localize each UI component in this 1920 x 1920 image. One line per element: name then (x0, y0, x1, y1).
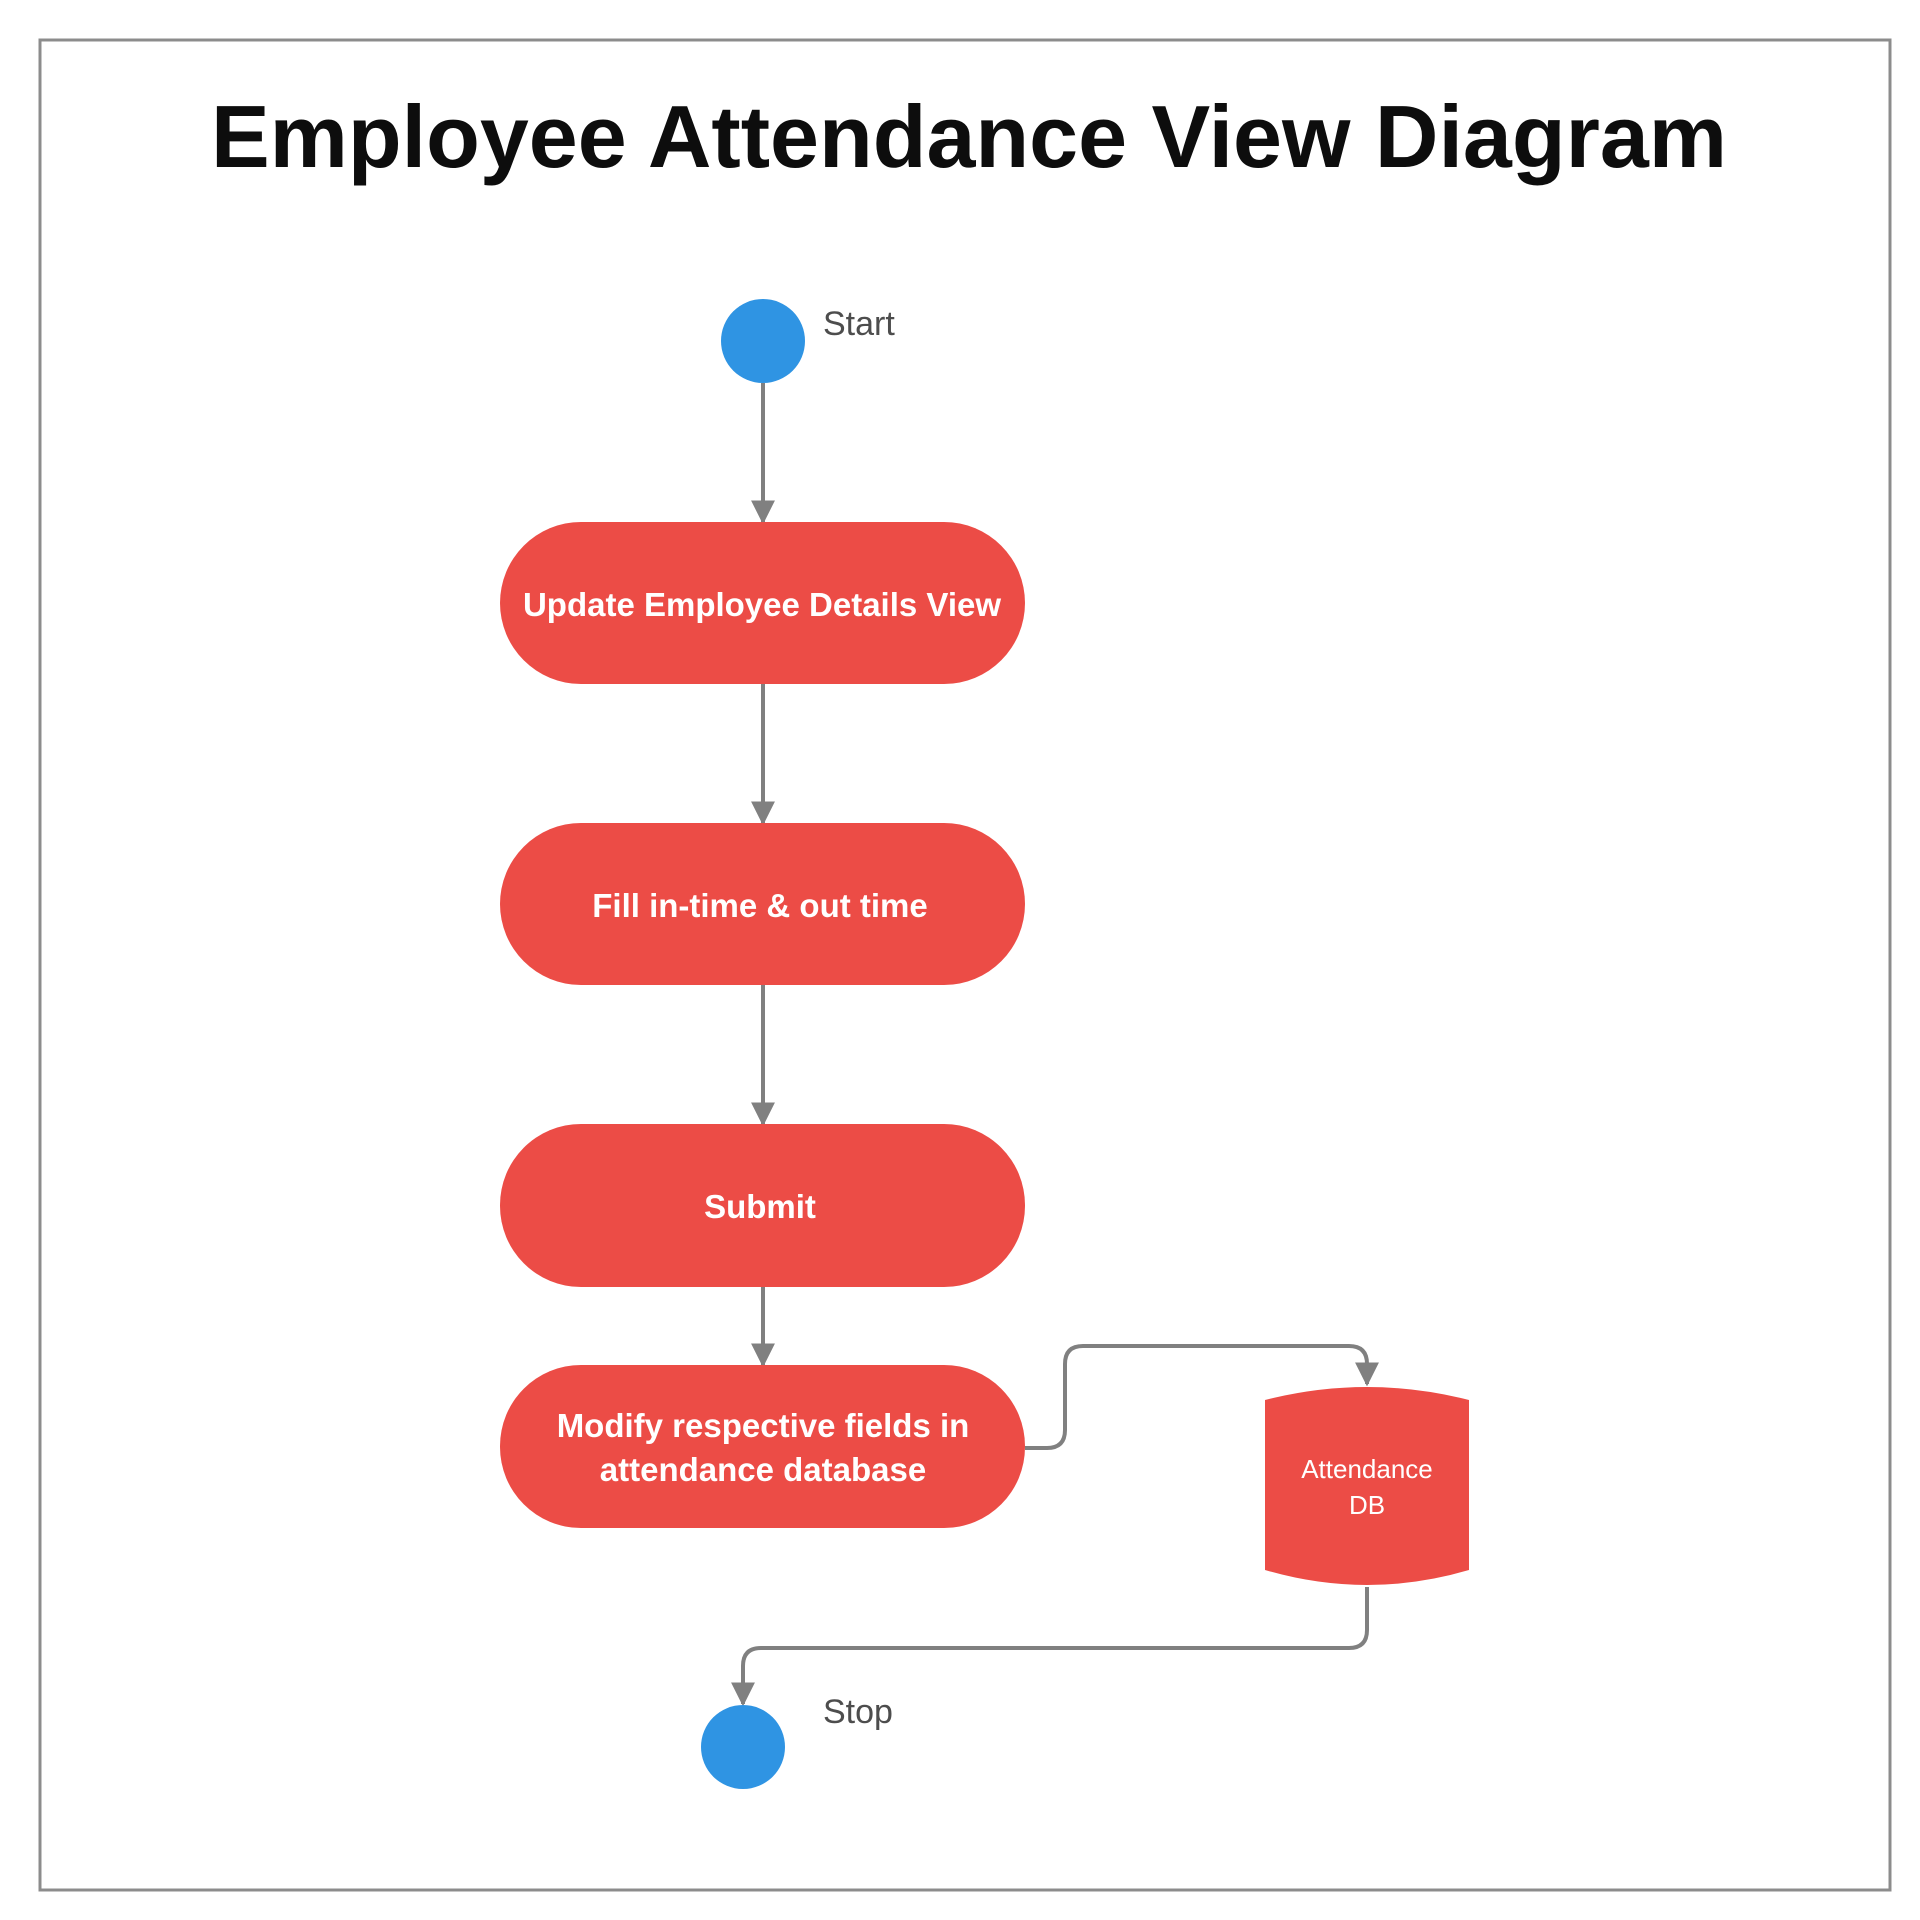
db-label-line-2: DB (1349, 1490, 1385, 1520)
start-label: Start (823, 305, 895, 343)
activity-update-label: Update Employee Details View (523, 586, 1001, 623)
edge-modify-to-db (1025, 1344, 1379, 1450)
start-node: Start (721, 299, 895, 383)
stop-node: Stop (701, 1693, 893, 1789)
db-label-line-1: Attendance (1301, 1454, 1433, 1484)
activity-submit-label: Submit (704, 1188, 816, 1225)
start-circle (721, 299, 805, 383)
diagram-title: Employee Attendance View Diagram (211, 87, 1727, 186)
activity-modify-fields: Modify respective fields in attendance d… (500, 1365, 1025, 1528)
stop-label: Stop (823, 1693, 893, 1731)
activity-fill-times: Fill in-time & out time (500, 823, 1025, 985)
activity-submit-shape (500, 1124, 1025, 1287)
db-cylinder-shape (1265, 1387, 1469, 1585)
activity-update-employee-details: Update Employee Details View (500, 522, 1025, 684)
attendance-db-node: Attendance DB (1265, 1387, 1469, 1585)
activity-fill-label: Fill in-time & out time (592, 887, 928, 924)
edges (731, 383, 1379, 1707)
edge-db-to-stop (731, 1587, 1369, 1707)
activity-modify-shape (500, 1365, 1025, 1528)
activity-update-shape (500, 522, 1025, 684)
activity-modify-label-line-2: attendance database (600, 1451, 926, 1488)
activity-modify-label-line-1: Modify respective fields in (557, 1407, 970, 1444)
activity-submit: Submit (500, 1124, 1025, 1287)
activity-fill-shape (500, 823, 1025, 985)
stop-circle (701, 1705, 785, 1789)
